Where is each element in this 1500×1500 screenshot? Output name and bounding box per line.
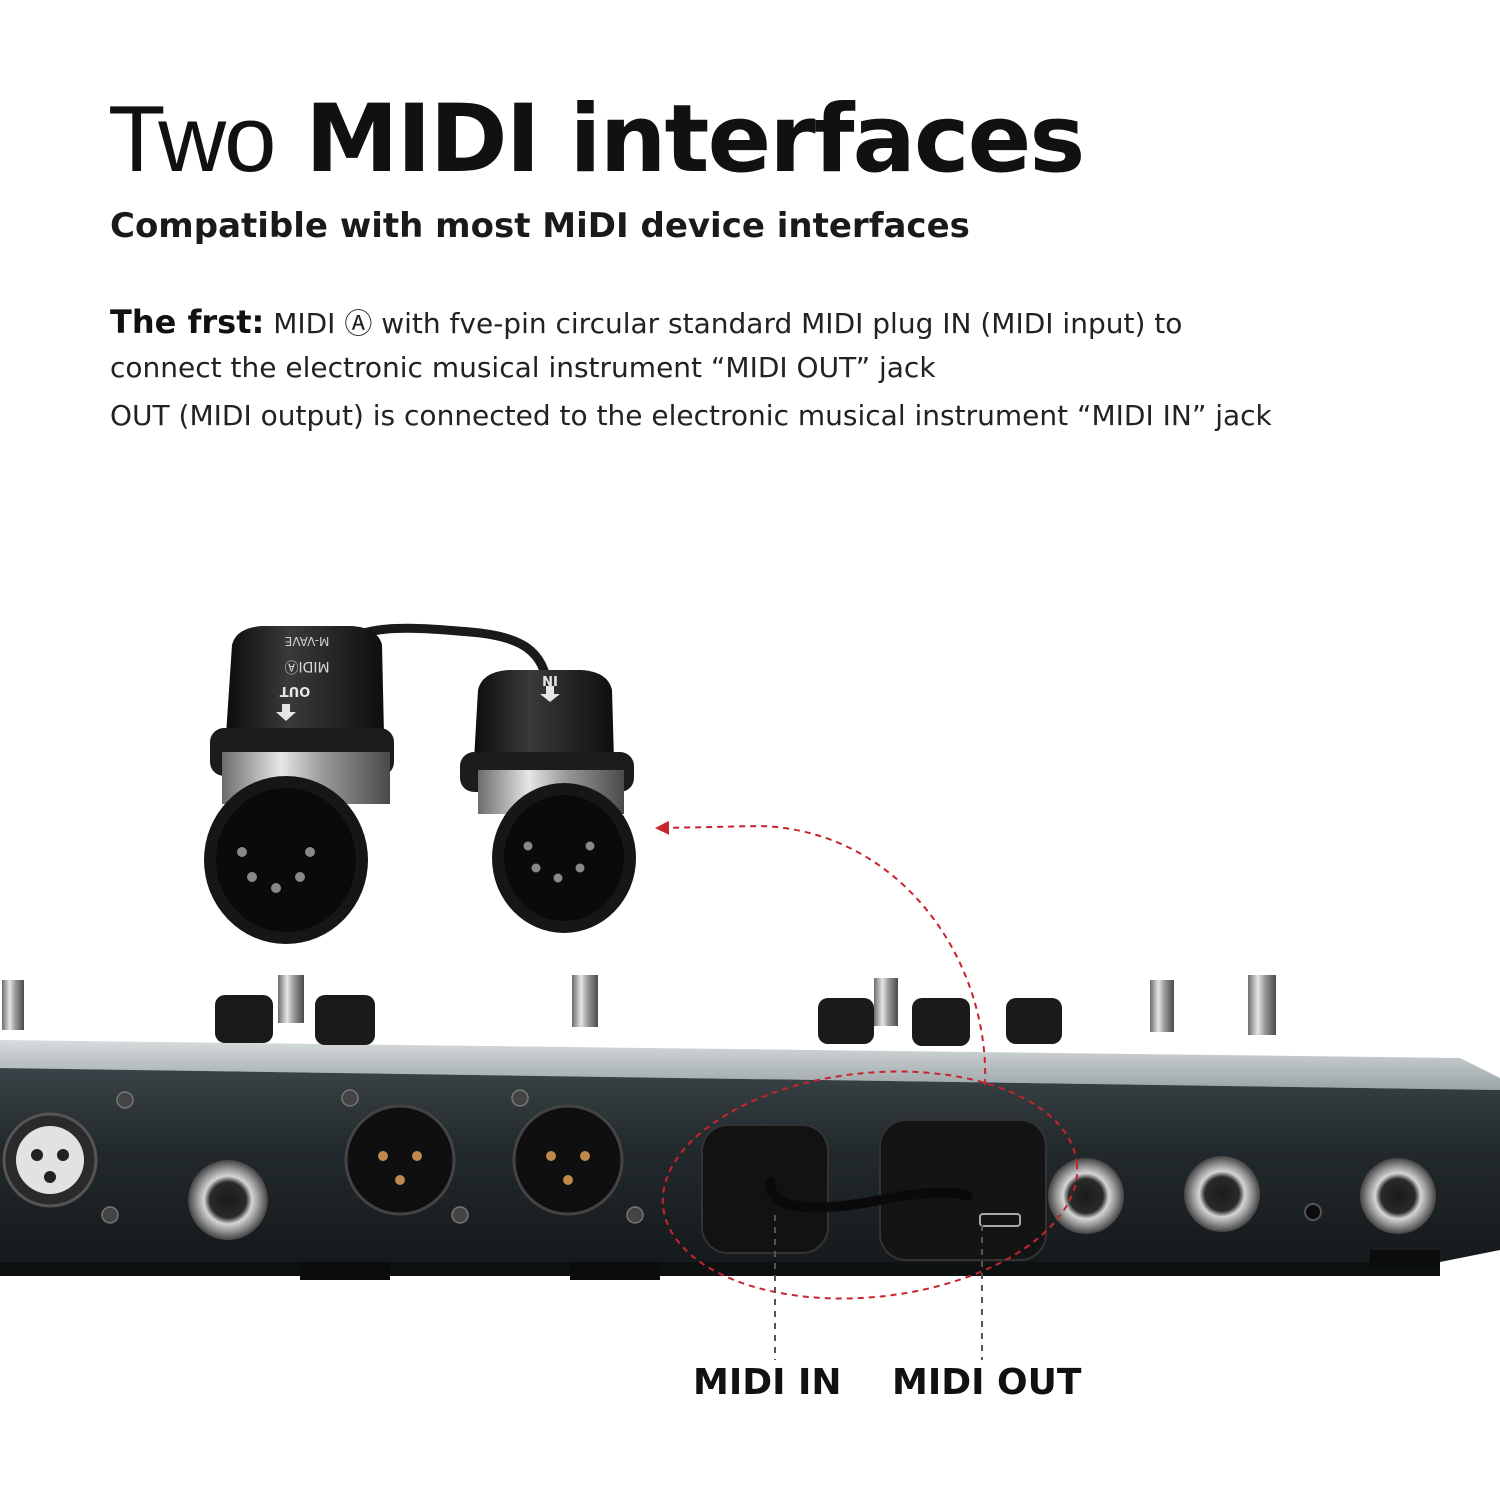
description-line-1: The frst: MIDI Ⓐ with fve-pin circular s… [110, 300, 1410, 346]
quarter-inch-jack-2 [1048, 1158, 1124, 1234]
connection-arrow [655, 820, 987, 1086]
xlr-output-jack-1 [344, 1104, 456, 1216]
page-subtitle: Compatible with most MiDI device interfa… [110, 206, 970, 246]
xlr-output-jack-2 [512, 1104, 624, 1216]
quarter-inch-jack-1 [188, 1160, 268, 1240]
plugged-adapter-in [701, 1124, 829, 1254]
in-arrow-icon [540, 686, 560, 702]
adapter-in-label: IN [542, 672, 558, 687]
midi-in-label: MIDI IN [693, 1362, 842, 1403]
xlr-input-jack [2, 1112, 98, 1208]
plugged-adapter-cable [765, 1177, 973, 1213]
headline-light: Two [108, 86, 276, 191]
adapter-in: IN [460, 670, 636, 933]
midi-out-label: MIDI OUT [892, 1362, 1082, 1403]
quarter-inch-jack-3 [1184, 1156, 1260, 1232]
headphone-jack [1304, 1203, 1322, 1221]
description-block: The frst: MIDI Ⓐ with fve-pin circular s… [110, 300, 1410, 438]
quarter-inch-jack-4 [1360, 1158, 1436, 1234]
highlight-ellipse [661, 1070, 1079, 1300]
adapter-logo: MIDIⒶ [284, 658, 329, 674]
headline-bold: MIDI interfaces [305, 85, 1085, 194]
knobs [215, 995, 1062, 1046]
device-top-deck [0, 1040, 1500, 1090]
description-lead: The frst: [110, 303, 265, 341]
footswitches [2, 975, 1276, 1035]
out-arrow-icon [276, 704, 296, 721]
panel-screws [101, 1089, 644, 1224]
adapter-brand: M-VAVE [285, 634, 330, 648]
description-line-1-text: MIDI Ⓐ with fve-pin circular standard MI… [264, 307, 1183, 340]
adapter-out: M-VAVE MIDIⒶ OUT [204, 626, 394, 944]
description-line-2: connect the electronic musical instrumen… [110, 351, 936, 384]
description-line-3: OUT (MIDI output) is connected to the el… [110, 399, 1272, 432]
adapter-out-label: OUT [280, 683, 311, 698]
product-illustration: M-VAVE MIDIⒶ OUT IN [0, 623, 1500, 1360]
page-headline: Two MIDI interfaces [108, 92, 1085, 187]
